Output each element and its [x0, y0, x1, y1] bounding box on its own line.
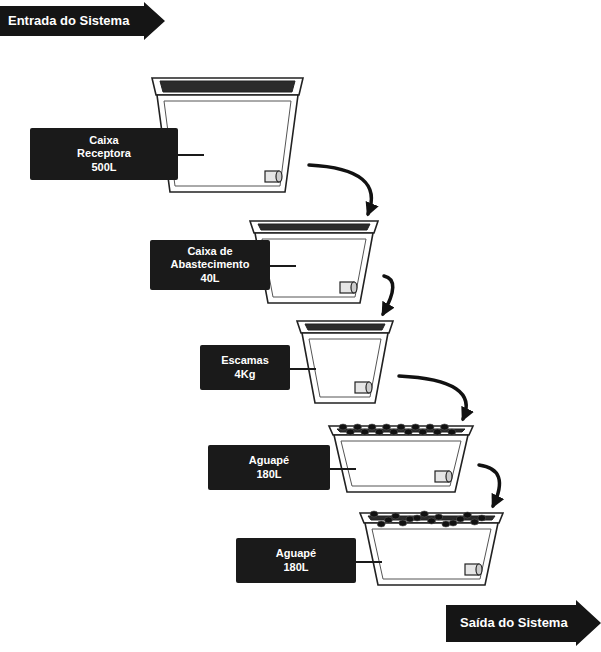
outlet-end [276, 171, 282, 182]
water-hyacinth [412, 424, 420, 430]
tank-rim [250, 221, 378, 233]
leader-line [178, 154, 204, 156]
tank-node: Escamas 4Kg [295, 318, 395, 406]
water-hyacinth [383, 424, 391, 430]
tank-label: Aguapé 180L [239, 454, 299, 480]
water-hyacinth [449, 520, 457, 526]
water-hyacinth [346, 429, 354, 435]
water-hyacinth [442, 521, 450, 527]
water-hyacinth [406, 516, 414, 522]
water-hyacinth [471, 519, 479, 525]
outlet-end [446, 471, 452, 482]
water-hyacinth [390, 429, 398, 435]
water-hyacinth [354, 424, 362, 430]
flow-arrow-curve [399, 376, 466, 419]
leader-line [330, 468, 356, 470]
water-hyacinth [361, 429, 369, 435]
arrow-label: Saída do Sistema [460, 615, 568, 631]
tank-panel [262, 239, 366, 297]
water-hyacinth [426, 424, 434, 430]
tank-body [365, 523, 498, 585]
outlet-end [366, 382, 372, 393]
flow-arrow-curve [479, 465, 499, 506]
water-hyacinth [370, 511, 378, 517]
water-hyacinth [339, 424, 347, 430]
water-hyacinth [419, 429, 427, 435]
tank-node: Caixa Receptora 500L [150, 75, 305, 195]
water-hyacinth [375, 429, 383, 435]
tank-label: Escamas 4Kg [215, 354, 275, 380]
water-hyacinth [463, 512, 471, 518]
water-hyacinth [384, 517, 392, 523]
water-hyacinth [428, 518, 436, 524]
tank-label: Caixa de Abastecimento 40L [164, 245, 256, 285]
tank-label: Caixa Receptora 500L [68, 134, 140, 174]
tank-body [255, 233, 373, 303]
label-box: Escamas 4Kg [200, 345, 290, 390]
tank-panel [164, 101, 291, 186]
label-box: Aguapé 180L [236, 538, 356, 583]
water-hyacinth [413, 515, 421, 521]
water-hyacinth [397, 424, 405, 430]
outlet-end [476, 564, 482, 575]
tank-opening [160, 81, 295, 92]
flow-arrow: Entrada do Sistema [0, 2, 165, 40]
tank-opening [305, 324, 385, 330]
water-hyacinth [456, 516, 464, 522]
label-box: Aguapé 180L [208, 445, 330, 490]
tank-illustration [327, 423, 475, 495]
tank-rim [297, 321, 393, 333]
water-hyacinth [392, 513, 400, 519]
tank-node: Caixa de Abastecimento 40L [248, 218, 380, 306]
tank-illustration [295, 318, 395, 406]
tank-node: Aguapé 180L [327, 423, 475, 495]
water-hyacinth [478, 515, 486, 521]
tank-node: Aguapé 180L [358, 510, 505, 588]
label-box: Caixa Receptora 500L [30, 128, 178, 180]
outlet-end [351, 282, 357, 293]
water-hyacinth [448, 429, 456, 435]
tank-body [157, 95, 298, 192]
leader-line [356, 561, 382, 563]
tank-panel [372, 529, 491, 579]
tank-label: Aguapé 180L [266, 547, 326, 573]
flow-arrow-curve [383, 276, 393, 314]
water-hyacinth [441, 424, 449, 430]
leader-line [290, 368, 316, 370]
water-hyacinth [368, 424, 376, 430]
arrow-label: Entrada do Sistema [8, 13, 129, 29]
water-hyacinth [377, 521, 385, 527]
tank-panel [341, 441, 461, 486]
flow-arrow: Saída do Sistema [446, 600, 601, 646]
water-hyacinth [433, 429, 441, 435]
tank-body [334, 435, 468, 492]
water-hyacinth [399, 520, 407, 526]
water-hyacinth [420, 511, 428, 517]
leader-line [270, 265, 296, 267]
tank-panel [309, 339, 381, 397]
arrow-body [446, 600, 601, 646]
tank-opening [258, 224, 370, 230]
arrow-body [0, 2, 165, 40]
flow-arrow-curve [309, 165, 371, 214]
tank-illustration [358, 510, 505, 588]
water-hyacinth [435, 514, 443, 520]
water-hyacinth [404, 429, 412, 435]
tank-rim [152, 78, 303, 95]
label-box: Caixa de Abastecimento 40L [150, 240, 270, 290]
